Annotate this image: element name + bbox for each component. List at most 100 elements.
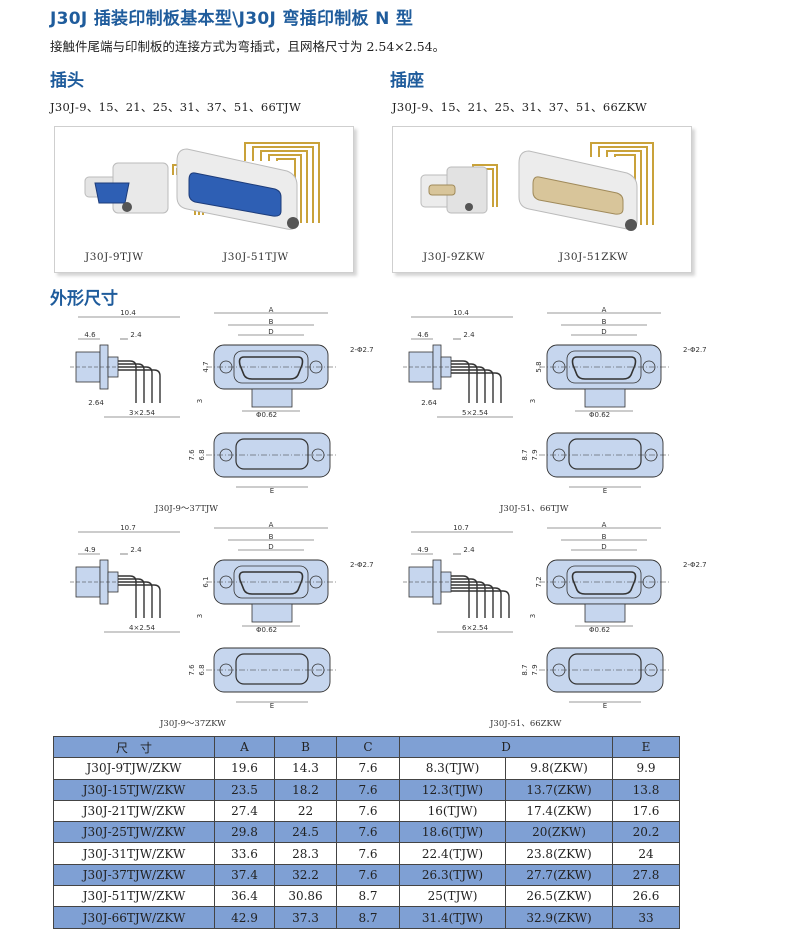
pin-diameter-label: Φ0.62	[589, 626, 610, 634]
dim-d-label: D	[601, 543, 606, 551]
socket-heading: 插座	[390, 71, 424, 91]
plug-photo-image	[84, 142, 320, 230]
dim-b-label: B	[602, 318, 607, 326]
header-size: 尺 寸	[53, 735, 215, 759]
table-cell: 26.6	[612, 885, 680, 908]
socket-caption-1: J30J-9ZKW	[423, 251, 486, 263]
pin-diameter-label: Φ0.62	[256, 626, 277, 634]
dim-label: 4.6	[84, 331, 96, 339]
table-cell: 37.4	[214, 863, 275, 887]
table-cell: 33.6	[214, 842, 275, 865]
table-cell: 22	[274, 799, 337, 823]
table-cell: 42.9	[214, 906, 275, 929]
dim-h1-label: 8.7	[521, 449, 529, 460]
table-cell: 18.6(TJW)	[399, 821, 506, 844]
dim-label: 10.4	[120, 309, 136, 317]
dim-small-label: 3	[196, 614, 204, 618]
pin-lead	[118, 581, 153, 618]
dim-small-label: 3	[196, 399, 204, 403]
dim-height-label: 7.2	[535, 576, 543, 587]
hole-label: 2-Φ2.7	[683, 561, 707, 569]
socket-photo-image	[420, 142, 654, 231]
dim-small-label: 3	[529, 614, 537, 618]
pin-lead	[118, 366, 153, 403]
hole-label: 2-Φ2.7	[683, 346, 707, 354]
table-cell: 27.4	[214, 799, 275, 823]
tail-block	[584, 603, 626, 623]
dim-label: 4.9	[417, 546, 428, 554]
dim-h1-label: 8.7	[521, 664, 529, 675]
dim-label: 4.6	[417, 331, 429, 339]
pin-lead	[118, 584, 161, 618]
table-cell: J30J-31TJW/ZKW	[53, 842, 215, 865]
header-d: D	[399, 735, 613, 759]
drawing-caption: J30J-9～37TJW	[155, 504, 219, 514]
table-cell: 24	[612, 842, 680, 865]
dim-height-label: 6.1	[202, 576, 210, 587]
insulator-outline	[238, 356, 304, 380]
dim-label: 2.64	[88, 399, 104, 407]
dim-label: 4×2.54	[129, 624, 155, 632]
plug-photo: J30J-9TJW J30J-51TJW	[54, 126, 354, 273]
socket-caption-2: J30J-51ZKW	[559, 251, 629, 263]
pin-diameter-label: Φ0.62	[589, 411, 610, 419]
table-cell: 23.8(ZKW)	[505, 842, 613, 865]
table-cell: 7.6	[336, 863, 400, 887]
pin-lead	[451, 369, 494, 403]
table-cell: 8.7	[336, 885, 400, 908]
dim-a-label: A	[269, 521, 274, 529]
tail-block	[584, 388, 626, 408]
dim-label: 10.4	[453, 309, 469, 317]
table-cell: 28.3	[274, 842, 337, 865]
bottom-shell	[235, 653, 309, 685]
dim-h2-label: 7.9	[531, 449, 539, 460]
table-cell: 17.6	[612, 799, 680, 823]
table-cell: 36.4	[214, 885, 275, 908]
tail-block	[251, 603, 293, 623]
hole-label: 2-Φ2.7	[350, 561, 374, 569]
table-cell: J30J-9TJW/ZKW	[53, 757, 215, 780]
table-cell: J30J-21TJW/ZKW	[53, 799, 215, 823]
pin-lead	[118, 369, 161, 403]
dim-label: 5×2.54	[462, 409, 488, 417]
dim-b-label: B	[602, 533, 607, 541]
dim-label: 2.4	[463, 546, 475, 554]
dims-heading: 外形尺寸	[50, 289, 118, 309]
dim-h1-label: 7.6	[188, 664, 196, 676]
tail-block	[251, 388, 293, 408]
pin-lead	[451, 584, 494, 618]
dim-b-label: B	[269, 533, 274, 541]
plug-heading: 插头	[50, 71, 84, 91]
insulator-outline	[571, 571, 637, 595]
table-cell: 25(TJW)	[399, 885, 506, 908]
insulator-outline	[571, 356, 637, 380]
table-cell: 24.5	[274, 821, 337, 844]
table-cell: 19.6	[214, 757, 275, 780]
table-cell: 27.7(ZKW)	[505, 863, 613, 887]
pin-lead	[451, 372, 502, 403]
table-cell: 14.3	[274, 757, 337, 780]
socket-models: J30J-9、15、21、25、31、37、51、66ZKW	[392, 100, 647, 114]
table-header-row: 尺 寸 A B C D E	[53, 735, 680, 759]
table-cell: 20(ZKW)	[505, 821, 613, 844]
dim-label: 2.4	[463, 331, 475, 339]
table-cell: 13.7(ZKW)	[505, 778, 613, 801]
table-cell: 13.8	[612, 778, 680, 801]
header-a: A	[214, 735, 275, 759]
drawing-caption: J30J-9～37ZKW	[160, 719, 226, 729]
table-cell: 9.8(ZKW)	[505, 757, 613, 780]
